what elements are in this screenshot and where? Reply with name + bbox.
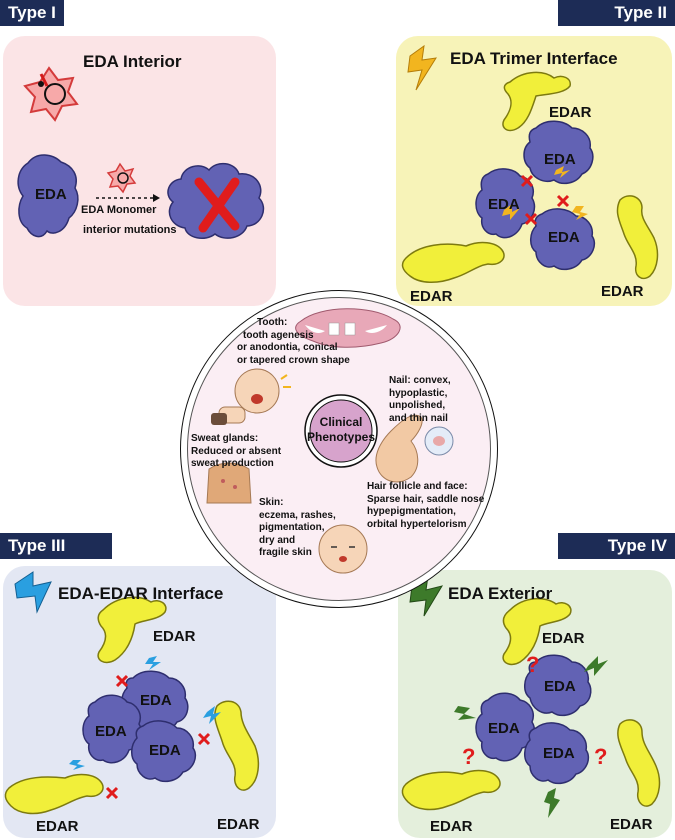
interface-x-mark-icon — [520, 174, 534, 188]
edar-label: EDAR — [217, 816, 260, 833]
small-bolt-icon — [554, 166, 570, 178]
small-bolt-icon — [572, 206, 588, 220]
small-bolt-icon — [203, 706, 221, 724]
lightning-bolt-icon — [14, 571, 52, 614]
eda-bottom-shape — [131, 720, 197, 783]
eda-left-shape — [82, 694, 143, 764]
edar-label: EDAR — [153, 628, 196, 645]
edar-right-shape — [616, 195, 659, 280]
interface-x-mark-icon — [105, 786, 119, 800]
sweat-glands-phenotype: Sweat glands: Reduced or absent sweat pr… — [191, 433, 282, 469]
panel-title: EDA Trimer Interface — [450, 49, 618, 68]
panel-title: EDA-EDAR Interface — [58, 584, 224, 603]
panel-title: EDA Exterior — [448, 584, 553, 603]
eda-label: EDA — [488, 196, 520, 213]
clinical-phenotypes-circle: Clinical Phenotypes Tooth: tooth agenesi… — [180, 290, 498, 608]
small-bolt-icon — [454, 706, 476, 720]
lightning-bolt-icon — [407, 44, 437, 91]
small-bolt-icon — [145, 656, 161, 670]
eda-bottom-shape — [524, 722, 590, 785]
monomer-label-line1: EDA Monomer — [81, 204, 157, 216]
clinical-phenotypes-core — [309, 399, 373, 463]
finger-nail-icon — [375, 414, 423, 483]
edar-bottom-left-shape — [401, 769, 501, 811]
question-mark-icon: ? — [462, 744, 476, 769]
eda-label: EDA — [548, 229, 580, 246]
small-bolt-icon — [69, 760, 85, 770]
edar-label: EDAR — [410, 288, 453, 305]
eda-top-shape — [523, 120, 594, 185]
type-i-label: Type I — [0, 0, 64, 26]
small-bolt-icon — [544, 788, 560, 818]
edar-top-shape — [97, 596, 167, 664]
hair-follicle-phenotype: Hair follicle and face: Sparse hair, sad… — [367, 481, 485, 530]
mutation-star-icon — [23, 66, 79, 122]
small-bolt-icon — [502, 204, 520, 220]
question-mark-icon: ? — [526, 652, 540, 677]
edar-label: EDAR — [610, 816, 653, 833]
interface-x-mark-icon — [556, 194, 570, 208]
interface-x-mark-icon — [115, 674, 129, 688]
center-illustrations — [206, 308, 454, 574]
type-iv-label: Type IV — [558, 533, 675, 559]
type-ii-label: Type II — [558, 0, 675, 26]
eda-label: EDA — [544, 678, 576, 695]
edar-right-shape — [617, 719, 661, 807]
eda-label: EDA — [488, 720, 520, 737]
edar-label: EDAR — [36, 818, 79, 835]
monomer-label-line2: interior mutations — [83, 224, 177, 236]
edar-label: EDAR — [430, 818, 473, 835]
panel-trimer-graphic — [401, 44, 659, 283]
type-iii-label: Type III — [0, 533, 112, 559]
question-mark-icon: ? — [594, 744, 608, 769]
skin-phenotype: Skin: eczema, rashes, pigmentation, dry … — [259, 497, 336, 558]
edar-label: EDAR — [601, 283, 644, 300]
edar-label: EDAR — [542, 630, 585, 647]
edar-top-shape — [502, 597, 572, 666]
tooth-phenotype: Tooth: tooth agenesis or anodontia, coni… — [237, 317, 350, 366]
panel-exterior-graphic — [401, 575, 661, 818]
torso-skin-icon — [206, 462, 252, 504]
dashed-arrow-icon — [153, 194, 160, 202]
crying-baby-icon — [234, 368, 280, 414]
edar-bottom-left-shape — [401, 241, 505, 283]
interface-x-mark-icon — [524, 212, 538, 226]
edar-top-shape — [502, 71, 571, 132]
edar-right-shape — [214, 700, 260, 791]
panel-eda-interior-graphic — [17, 66, 265, 240]
edar-label: EDAR — [549, 104, 592, 121]
baby-face-icon — [318, 524, 368, 574]
eda-label: EDA — [35, 186, 67, 203]
eda-label: EDA — [149, 742, 181, 759]
eda-label: EDA — [543, 745, 575, 762]
clinical-phenotypes-title: Clinical Phenotypes — [306, 415, 375, 444]
eda-monomer-shape — [17, 154, 79, 238]
eda-label: EDA — [95, 723, 127, 740]
eda-label: EDA — [140, 692, 172, 709]
eda-bottom-shape — [530, 208, 596, 271]
panel-eda-trimer-interface: EDA Trimer Interface EDAR EDA EDA EDA ED… — [396, 36, 672, 306]
eda-top-shape — [524, 654, 592, 717]
eda-left-shape — [475, 692, 536, 762]
edar-bottom-left-shape — [4, 773, 104, 815]
small-mutation-star-icon — [106, 162, 137, 194]
panel-title: EDA Interior — [83, 52, 182, 71]
eda-label: EDA — [544, 151, 576, 168]
x-mark-icon — [194, 177, 240, 233]
panel-eda-exterior: EDA Exterior EDAR ? EDA EDA EDA ? ? EDAR… — [398, 570, 672, 838]
panel-eda-edar-interface: EDA-EDAR Interface EDAR EDA EDA EDA EDAR… — [3, 566, 276, 838]
small-bolt-icon — [584, 656, 608, 676]
panel-eda-interior: EDA Interior EDA EDA Monomer interior mu… — [3, 36, 276, 306]
nail-phenotype: Nail: convex, hypoplastic, unpolished, a… — [389, 375, 451, 424]
interface-x-mark-icon — [197, 732, 211, 746]
panel-eda-edar-graphic — [4, 571, 260, 815]
